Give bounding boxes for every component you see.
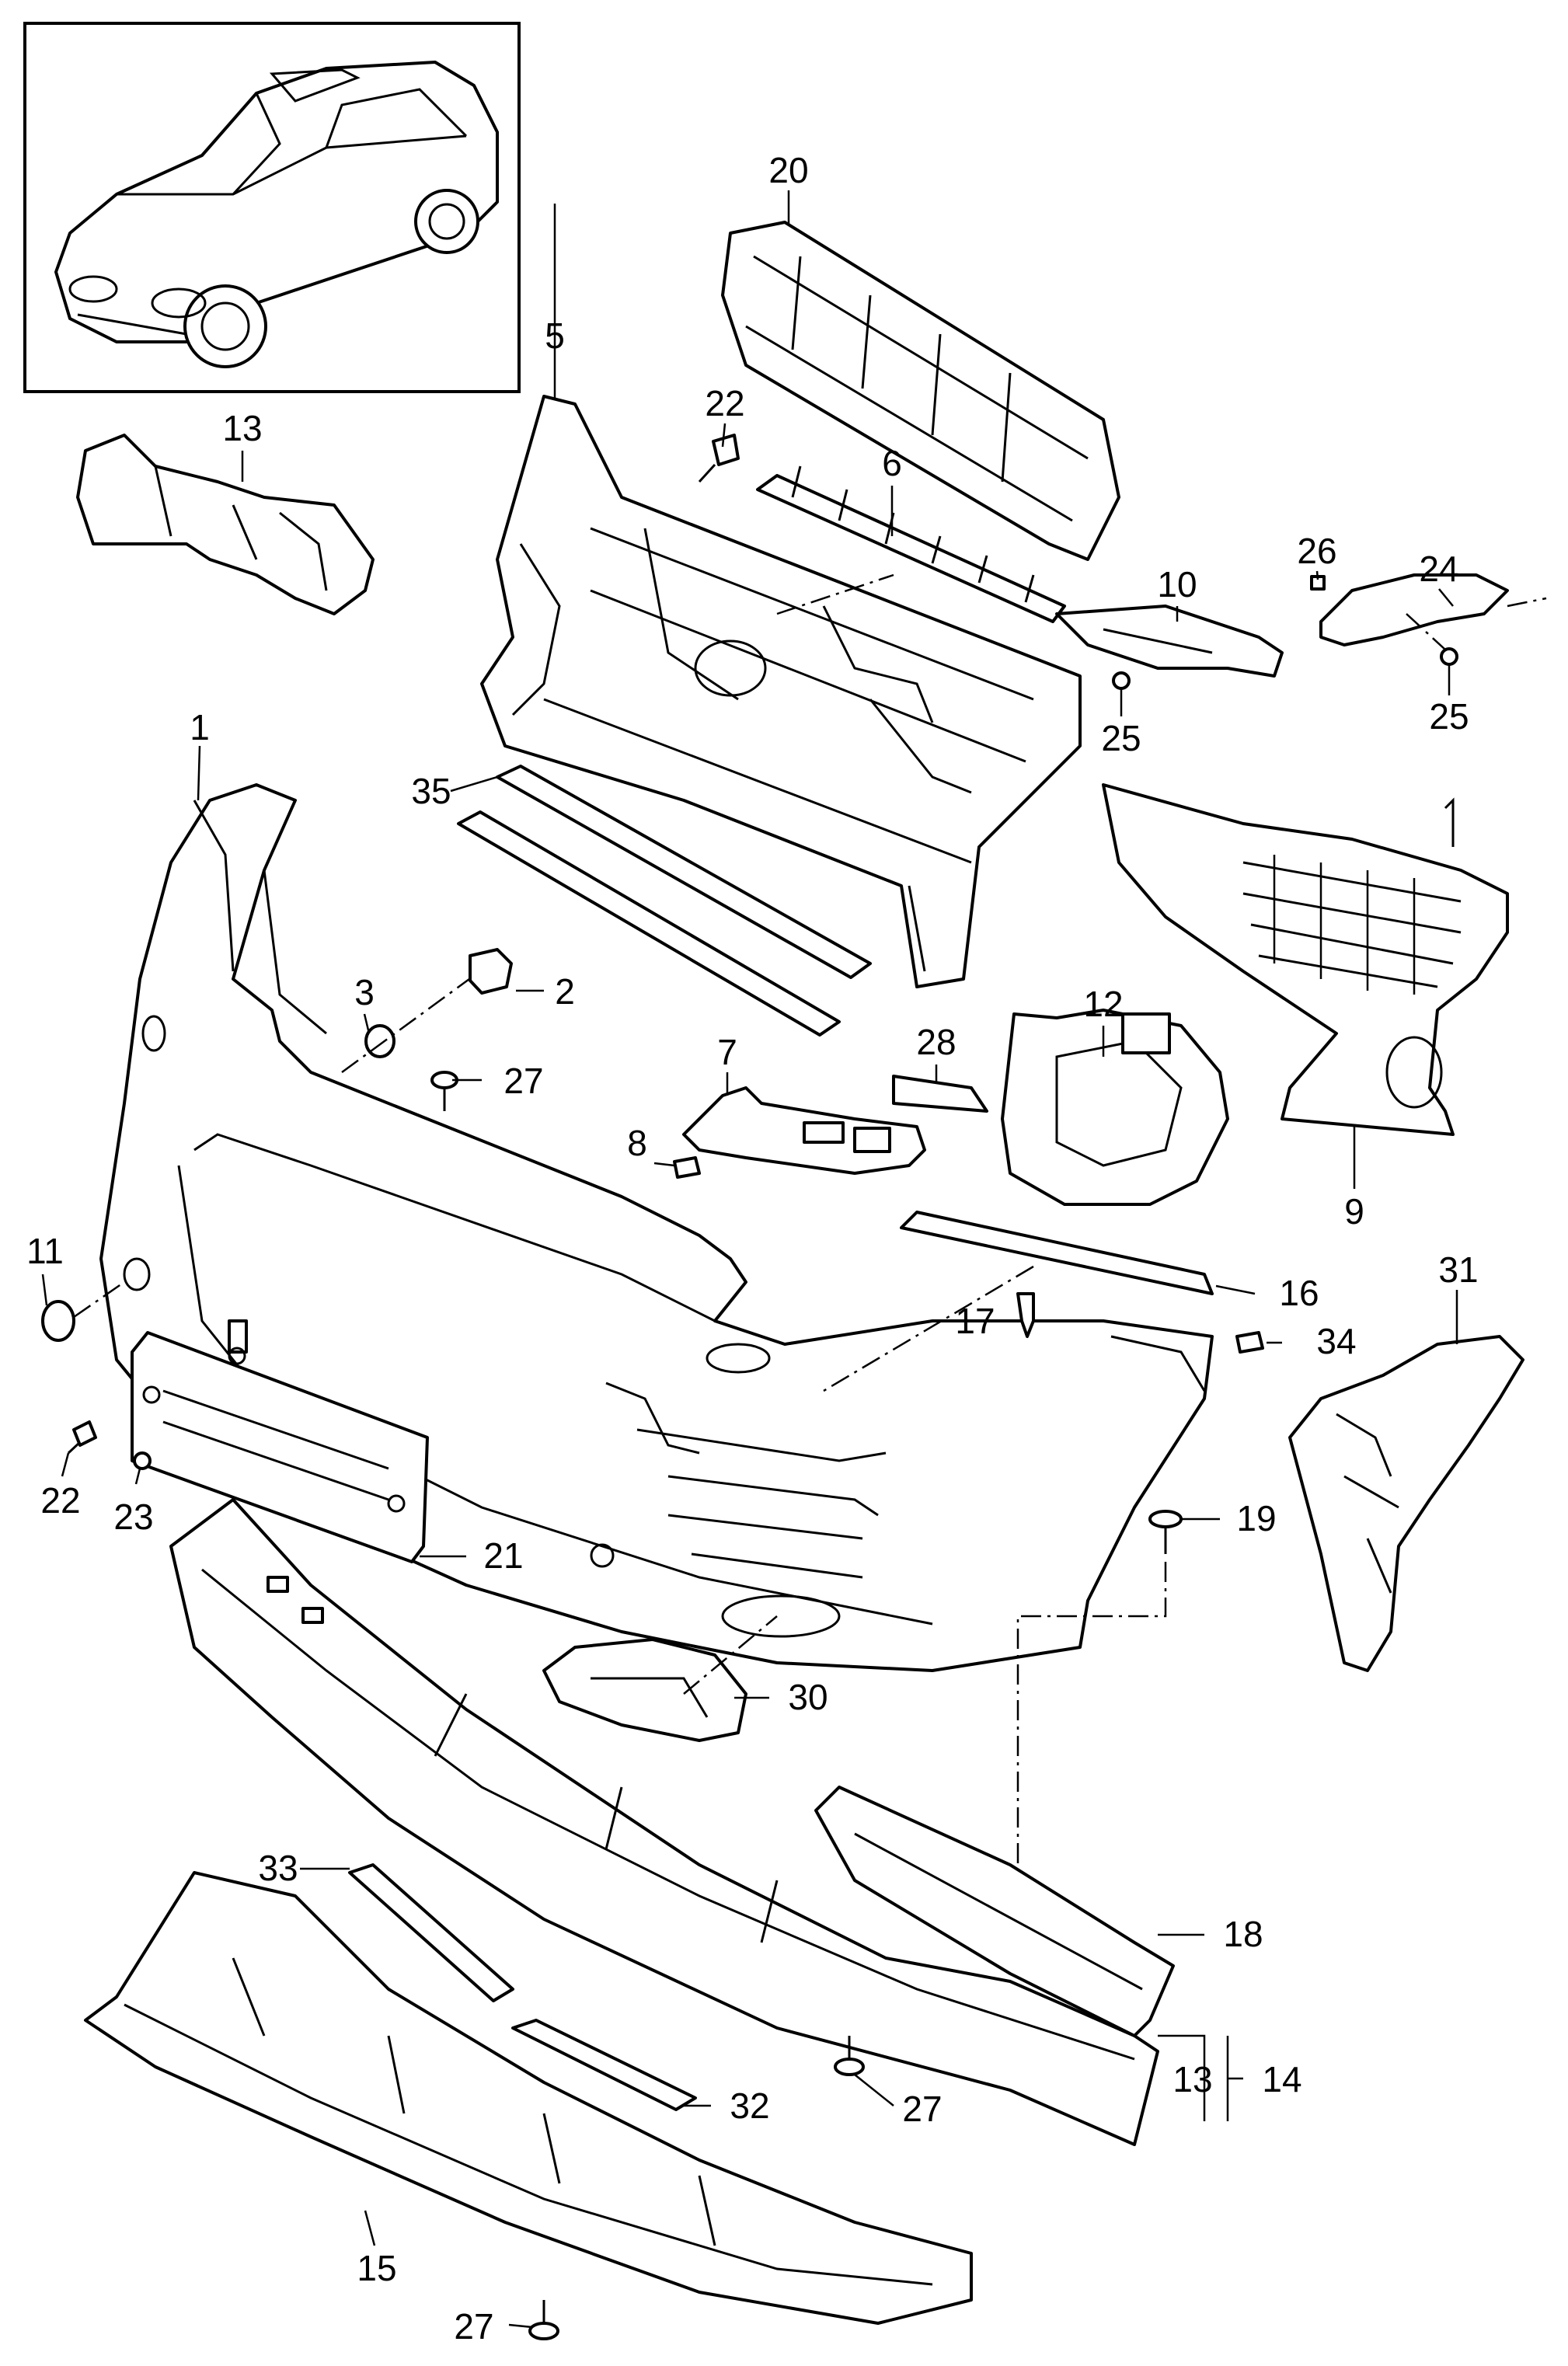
part-33-strip: [348, 1863, 514, 2002]
label-19: 19: [1236, 1498, 1276, 1538]
part-30-fog-ring: [542, 1638, 747, 1742]
label-26: 26: [1297, 531, 1336, 571]
label-1: 1: [190, 707, 210, 747]
leader-lines: [41, 190, 1458, 2329]
label-2: 2: [555, 971, 575, 1012]
label-3: 3: [354, 972, 375, 1012]
label-9: 9: [1344, 1191, 1364, 1232]
part-9-grille: [1102, 783, 1509, 1136]
part-11-cap: [41, 1300, 75, 1342]
label-13-top: 13: [222, 408, 262, 448]
label-10: 10: [1157, 564, 1197, 605]
label-15: 15: [357, 2248, 396, 2288]
label-25-left: 25: [1101, 718, 1141, 758]
part-20-impact-absorber: [721, 221, 1120, 561]
label-25-right: 25: [1429, 696, 1469, 737]
part-34-clip: [1235, 1331, 1264, 1354]
part-35-strips: [457, 765, 872, 1037]
part-31-bracket: [1288, 1335, 1524, 1672]
label-17: 17: [955, 1301, 995, 1341]
label-23: 23: [113, 1497, 153, 1537]
part-22-bolt-lower: [67, 1420, 97, 1455]
part-27-screw-bottom: [528, 2300, 559, 2340]
part-7-bracket: [682, 1086, 926, 1175]
label-24: 24: [1419, 549, 1458, 589]
label-31: 31: [1438, 1249, 1478, 1290]
label-11: 11: [26, 1231, 64, 1271]
label-22-upper: 22: [705, 383, 744, 423]
label-28: 28: [916, 1022, 956, 1062]
label-27-upper: 27: [504, 1061, 543, 1101]
label-27-mid: 27: [902, 2089, 942, 2129]
label-6: 6: [882, 443, 902, 483]
part-labels: 20 5 22 13 6 26 24 10 25 25 1 35 12 3 2 …: [26, 150, 1478, 2347]
part-23-screw: [133, 1451, 152, 1470]
part-14-spoiler: [169, 1498, 1159, 2146]
part-10-bracket: [1055, 605, 1284, 678]
label-8: 8: [627, 1123, 647, 1163]
part-28-clip: [892, 1075, 988, 1113]
label-20: 20: [768, 150, 808, 190]
part-17-clip: [1016, 1292, 1035, 1338]
label-27-bottom: 27: [454, 2306, 493, 2347]
label-34: 34: [1316, 1321, 1356, 1361]
label-22-lower: 22: [40, 1480, 80, 1521]
part-24-bracket: [1319, 573, 1547, 646]
part-3-ring: [364, 1024, 395, 1058]
label-16: 16: [1279, 1273, 1319, 1313]
part-2-sensor: [469, 948, 513, 995]
part-12-bracket: [1001, 1009, 1229, 1206]
vehicle-overview-inset: [23, 22, 521, 393]
label-18: 18: [1223, 1914, 1263, 1954]
label-7: 7: [717, 1032, 737, 1072]
suv-overview-icon: [54, 61, 499, 368]
part-21-plate-holder: [131, 1319, 429, 1563]
label-21: 21: [483, 1535, 523, 1576]
part-18-trim: [814, 1786, 1175, 2037]
part-16-strip: [900, 1211, 1214, 1295]
label-33: 33: [258, 1848, 298, 1888]
part-27-screw-mid: [834, 2036, 865, 2076]
label-13-lower: 13: [1173, 2059, 1212, 2099]
part-15-underbody: [84, 1871, 973, 2325]
part-32-strip: [511, 2019, 697, 2111]
label-35: 35: [411, 771, 451, 811]
part-27-screw-upper: [430, 1071, 458, 1111]
label-32: 32: [730, 2085, 769, 2126]
part-22-bolt-upper: [698, 434, 740, 483]
part-8-clip: [673, 1156, 701, 1179]
label-12: 12: [1083, 984, 1123, 1024]
part-6-strip: [756, 465, 1066, 623]
label-30: 30: [788, 1677, 828, 1717]
label-5: 5: [545, 315, 565, 356]
part-19-screw: [1148, 1510, 1183, 1554]
label-14: 14: [1262, 2059, 1301, 2099]
part-5-carrier: [480, 395, 1082, 988]
part-13-bracket: [76, 434, 375, 615]
